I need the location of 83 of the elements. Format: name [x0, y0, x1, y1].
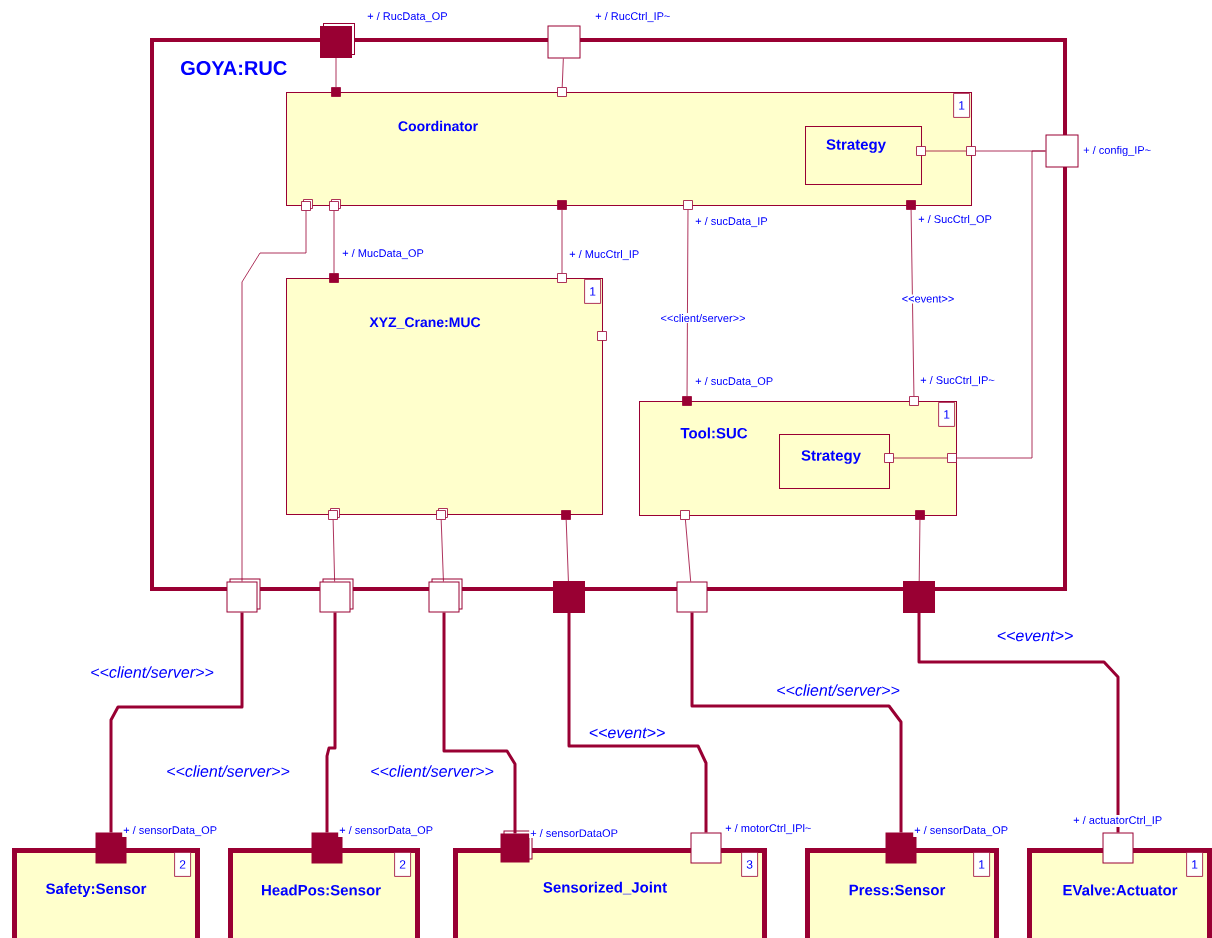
- port-square: [329, 273, 339, 283]
- connector: [561, 209, 563, 274]
- port-label: + / config_IP~: [1082, 144, 1153, 158]
- stereotype-label: <<client/server>>: [777, 684, 900, 696]
- port-square: [915, 510, 925, 520]
- multiplicity-box: 2: [394, 852, 411, 877]
- port-square: [1045, 134, 1079, 168]
- port-square: [319, 578, 354, 613]
- stereotype-label: <<event>>: [902, 295, 954, 303]
- port-square: [553, 581, 585, 613]
- connector: [332, 519, 336, 582]
- multiplicity-box: 3: [741, 852, 758, 877]
- multiplicity-box: 1: [953, 93, 970, 118]
- port-square: [436, 508, 448, 520]
- port-square: [561, 510, 571, 520]
- stereotype-label: <<client/server>>: [661, 313, 745, 323]
- connector: [917, 613, 1120, 833]
- port-square: [690, 832, 722, 864]
- multiplicity-box: 1: [938, 402, 955, 427]
- port-label: + / actuatorCtrl_IP: [1072, 814, 1164, 828]
- port-square: [676, 581, 708, 613]
- stereotype-label: <<event>>: [997, 630, 1073, 642]
- stereotype-label: <<client/server>>: [371, 765, 494, 777]
- part-box: Strategy: [805, 126, 922, 185]
- port-square: [95, 832, 127, 864]
- port-square: [909, 396, 919, 406]
- port-square: [597, 331, 607, 341]
- connector: [685, 519, 692, 582]
- connector: [690, 612, 903, 833]
- port-label: + / sensorData_OP: [122, 824, 219, 838]
- port-label: + / sensorData_OP: [338, 824, 435, 838]
- port-square: [311, 832, 343, 864]
- multiplicity-box: 1: [973, 852, 990, 877]
- port-square: [301, 199, 313, 211]
- port-square: [557, 87, 567, 97]
- port-square: [916, 146, 926, 156]
- connector: [956, 150, 1046, 459]
- connector: [241, 210, 307, 582]
- connector: [565, 519, 569, 582]
- connector: [440, 519, 444, 582]
- port-label: + / motorCtrl_IPl~: [724, 822, 813, 836]
- port-square: [966, 146, 976, 156]
- port-square: [884, 453, 894, 463]
- port-square: [557, 200, 567, 210]
- multiplicity-box: 1: [1186, 852, 1203, 877]
- connector: [109, 612, 244, 833]
- multiplicity-box: 1: [584, 279, 601, 304]
- connector: [567, 613, 708, 833]
- port-square: [1102, 832, 1134, 864]
- port-square: [331, 87, 341, 97]
- port-square: [682, 396, 692, 406]
- port-label: + / sensorDataOP: [529, 827, 619, 839]
- port-square: [680, 510, 690, 520]
- port-square: [903, 581, 935, 613]
- port-square: [547, 25, 581, 59]
- port-square: [428, 578, 463, 613]
- connector: [925, 150, 967, 152]
- port-square: [329, 199, 341, 211]
- stereotype-label: <<client/server>>: [91, 666, 214, 678]
- connector: [910, 209, 915, 397]
- connector: [333, 210, 335, 274]
- port-label: + / sensorData_OP: [913, 824, 1010, 838]
- multiplicity-box: 2: [174, 852, 191, 877]
- connector: [442, 612, 517, 834]
- port-square: [226, 578, 261, 613]
- connector: [686, 209, 689, 397]
- connector: [918, 519, 921, 582]
- port-label: + / RucCtrl_IP~: [594, 10, 672, 24]
- connector: [561, 58, 564, 88]
- port-square: [320, 23, 355, 58]
- port-square: [947, 453, 957, 463]
- stereotype-label: <<event>>: [589, 727, 665, 739]
- port-square: [557, 273, 567, 283]
- connector: [893, 457, 948, 459]
- connector: [335, 57, 337, 88]
- stereotype-label: <<client/server>>: [167, 765, 290, 777]
- port-square: [906, 200, 916, 210]
- connector: [325, 612, 337, 833]
- part-box: Strategy: [779, 434, 890, 489]
- port-square: [885, 832, 917, 864]
- port-square: [328, 508, 340, 520]
- port-square: [683, 200, 693, 210]
- port-label: + / RucData_OP: [366, 10, 449, 24]
